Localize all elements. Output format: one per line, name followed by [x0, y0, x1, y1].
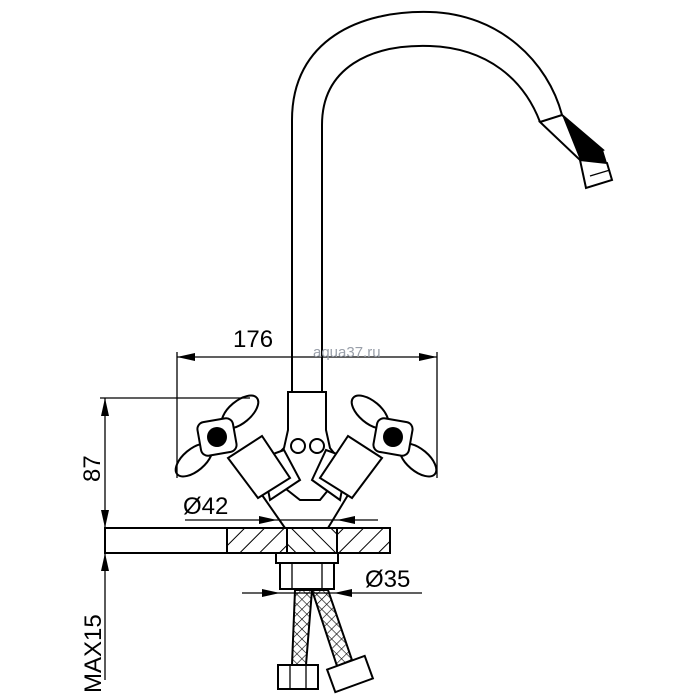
dimension-d42-label: Ø42 — [183, 493, 228, 520]
body-hole-left — [290, 438, 306, 454]
watermark: aqua37.ru — [313, 344, 381, 361]
handle-right — [350, 394, 438, 478]
handle-left-cap — [207, 427, 227, 447]
dimension-176-label: 176 — [233, 326, 273, 353]
hose-nut-left — [277, 664, 319, 690]
hose-nut-right — [325, 654, 375, 694]
dimension-max15-label: MAX15 — [80, 614, 107, 693]
dimension-176 — [176, 352, 438, 478]
dimension-d35 — [242, 589, 422, 597]
handle-left — [174, 394, 260, 478]
dimension-87 — [100, 397, 250, 528]
body-hole-right — [309, 438, 325, 454]
dimension-87-label: 87 — [79, 455, 106, 482]
spout — [291, 10, 614, 395]
faucet-body — [226, 391, 384, 529]
spout-nozzle — [538, 113, 614, 190]
handle-right-cap — [383, 427, 403, 447]
dimension-max15 — [101, 553, 109, 680]
countertop-section — [104, 527, 391, 554]
supply-hoses — [277, 589, 375, 694]
dimension-d35-label: Ø35 — [365, 566, 410, 593]
mounting-nut — [275, 552, 339, 590]
dimension-d42 — [185, 516, 378, 524]
